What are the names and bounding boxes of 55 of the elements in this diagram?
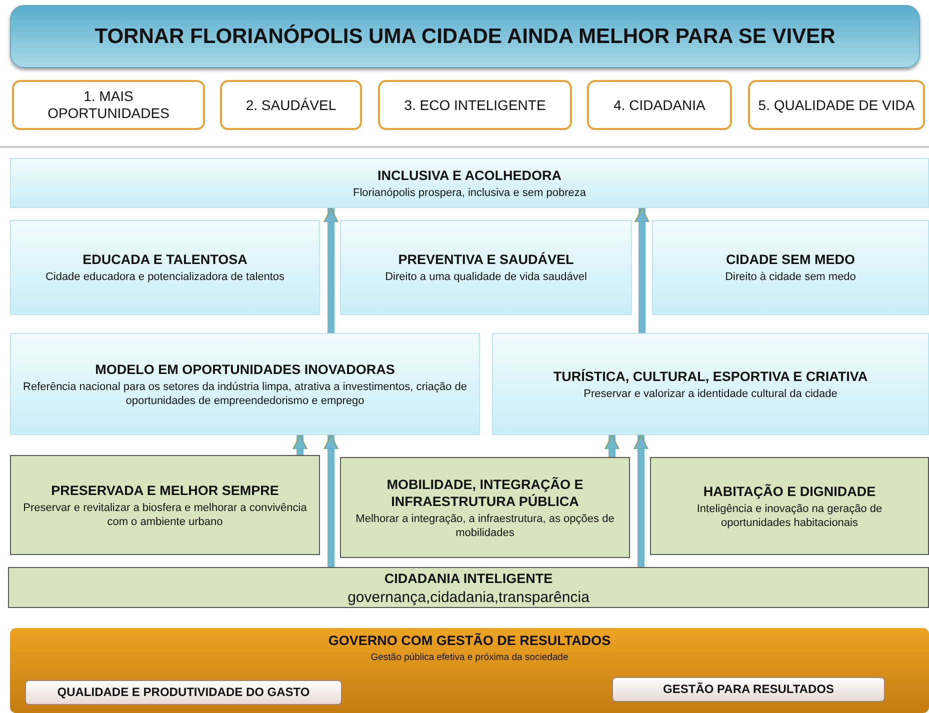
box-heading: CIDADANIA INTELIGENTE (384, 570, 553, 586)
box-heading: PREVENTIVA E SAUDÁVEL (398, 251, 574, 268)
box-description: Inteligência e inovação na geração de oportunidades habitacionais (696, 502, 884, 530)
up-arrow (634, 208, 650, 333)
box-description: Melhorar a integração, a infraestrutura, as opções de mobilidades (354, 512, 616, 540)
pillar-box (220, 80, 362, 130)
box-description: Cidade educadora e potencializadora de talentos (44, 270, 286, 284)
box-description: Direito a uma qualidade de vida saudável (384, 270, 588, 284)
objective-box (10, 455, 320, 555)
box-description: Florianópolis prospera, inclusiva e sem pobreza (352, 186, 587, 200)
action-box (612, 677, 885, 702)
box-heading: EDUCADA E TALENTOSA (82, 251, 248, 268)
objective-box (652, 220, 929, 315)
pillar-box (12, 80, 205, 130)
objective-box (650, 457, 929, 555)
box-heading: GOVERNO COM GESTÃO DE RESULTADOS (328, 632, 611, 649)
objective-box (340, 457, 630, 558)
box-description: Preservar e valorizar a identidade cultural da cidade (582, 386, 838, 400)
objective-box (10, 333, 480, 435)
objective-box (10, 220, 320, 315)
box-heading: 2. SAUDÁVEL (244, 96, 338, 114)
up-arrow (292, 434, 308, 455)
box-heading: TORNAR FLORIANÓPOLIS UMA CIDADE AINDA MELHOR PARA SE VIVER (94, 24, 836, 50)
box-heading: HABITAÇÃO E DIGNIDADE (703, 482, 876, 500)
box-heading: MODELO EM OPORTUNIDADES INOVADORAS (95, 360, 395, 378)
action-box (25, 680, 342, 705)
box-description: Gestão pública efetiva e próxima da sociedade (370, 651, 568, 665)
up-arrow (604, 434, 620, 457)
box-description: governança,cidadania,transparência (346, 588, 590, 606)
box-heading: 3. ECO INTELIGENTE (403, 96, 547, 114)
box-heading: GESTÃO PARA RESULTADOS (663, 682, 834, 697)
up-arrow (324, 434, 338, 567)
box-description: Referência nacional para os setores da indústria limpa, atrativa a investimentos, criação de oportunidades de empreendedorismo e emprego (22, 380, 468, 408)
up-arrow (324, 208, 338, 333)
box-heading: 5. QUALIDADE DE VIDA (757, 96, 916, 114)
pillar-box (378, 80, 572, 130)
box-heading: 4. CIDADANIA (612, 96, 706, 114)
title-banner (10, 5, 920, 68)
box-heading: MOBILIDADE, INTEGRAÇÃO E INFRAESTRUTURA PÚBLICA (386, 476, 584, 510)
pillar-box (748, 80, 925, 130)
objective-box (340, 220, 632, 315)
box-heading: TURÍSTICA, CULTURAL, ESPORTIVA E CRIATIVA (553, 368, 868, 384)
box-heading: INCLUSIVA E ACOLHEDORA (377, 166, 562, 184)
governance-band (10, 628, 929, 713)
box-description: Direito à cidade sem medo (724, 270, 857, 284)
objective-box (10, 158, 929, 208)
box-heading: PRESERVADA E MELHOR SEMPRE (51, 482, 279, 498)
box-heading: QUALIDADE E PRODUTIVIDADE DO GASTO (57, 685, 310, 700)
objective-box (8, 567, 929, 608)
objective-box (492, 333, 929, 435)
box-description: Preservar e revitalizar a biosfera e melhorar a convivência com o ambiente urbano (22, 500, 308, 528)
pillar-box (587, 80, 732, 130)
up-arrow (634, 434, 648, 567)
box-heading: CIDADE SEM MEDO (726, 251, 855, 268)
box-heading: 1. MAIS OPORTUNIDADES (46, 88, 170, 122)
